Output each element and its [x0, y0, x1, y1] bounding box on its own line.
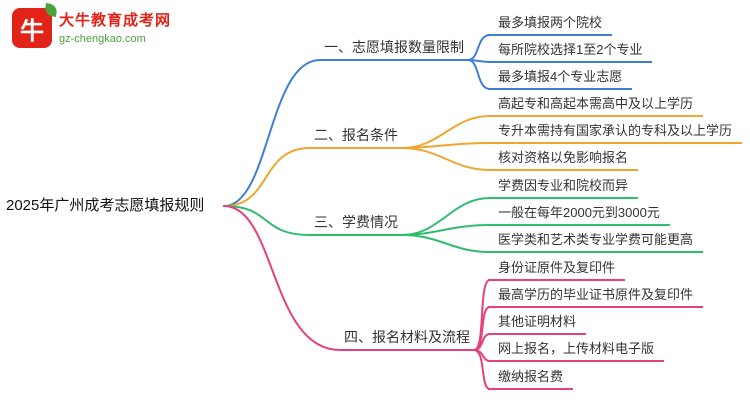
leaf-node[interactable]: 专升本需持有国家承认的专科及以上学历 — [488, 123, 743, 144]
logo-url: gz-chengkao.com — [59, 32, 146, 45]
leaf-node[interactable]: 最多填报两个院校 — [488, 15, 613, 36]
leaf-node[interactable]: 其他证明材料 — [488, 314, 587, 335]
connector-root-branch3 — [223, 205, 311, 236]
site-logo[interactable]: 牛 大牛教育成考网 gz-chengkao.com — [12, 3, 171, 48]
connector-root-branch2 — [223, 147, 311, 207]
branch-node-2[interactable]: 二、报名条件 — [310, 126, 402, 149]
connector-branch3-leaf3 — [401, 234, 491, 253]
leaf-node[interactable]: 缴纳报名费 — [488, 369, 574, 390]
leaf-node[interactable]: 身份证原件及复印件 — [488, 260, 626, 281]
leaf-node[interactable]: 最多填报4个专业志愿 — [488, 69, 633, 90]
branch-node-1[interactable]: 一、志愿填报数量限制 — [320, 38, 468, 61]
leaf-node[interactable]: 高起专和高起本需高中及以上学历 — [488, 96, 704, 117]
branch-node-4[interactable]: 四、报名材料及流程 — [340, 328, 474, 351]
leaf-node[interactable]: 医学类和艺术类专业学费可能更高 — [488, 232, 704, 253]
leaf-node[interactable]: 一般在每年2000元到3000元 — [488, 205, 670, 226]
root-node[interactable]: 2025年广州成考志愿填报规则 — [6, 197, 205, 214]
connector-branch3-leaf2 — [401, 224, 491, 236]
connector-root-branch4 — [223, 205, 341, 351]
connector-branch4-leaf5 — [473, 349, 491, 390]
connector-branch2-leaf2 — [401, 142, 491, 149]
bull-glyph: 牛 — [20, 17, 44, 45]
leaf-node[interactable]: 最高学历的毕业证书原件及复印件 — [488, 287, 704, 308]
logo-title: 大牛教育成考网 — [59, 11, 172, 29]
branch-node-3[interactable]: 三、学费情况 — [310, 213, 402, 236]
connector-root-branch1 — [223, 59, 321, 207]
leaf-node[interactable]: 核对资格以免影响报名 — [488, 150, 639, 171]
connector-branch1-leaf1 — [467, 34, 491, 61]
connector-branch1-leaf3 — [467, 59, 491, 90]
leaf-node[interactable]: 每所院校选择1至2个专业 — [488, 42, 653, 63]
leaf-node[interactable]: 学费因专业和院校而异 — [488, 178, 639, 199]
connector-branch2-leaf3 — [401, 147, 491, 171]
leaf-node[interactable]: 网上报名，上传材料电子版 — [488, 341, 665, 362]
logo-text: 大牛教育成考网 gz-chengkao.com — [59, 12, 171, 45]
bull-logo-icon: 牛 — [12, 3, 58, 48]
